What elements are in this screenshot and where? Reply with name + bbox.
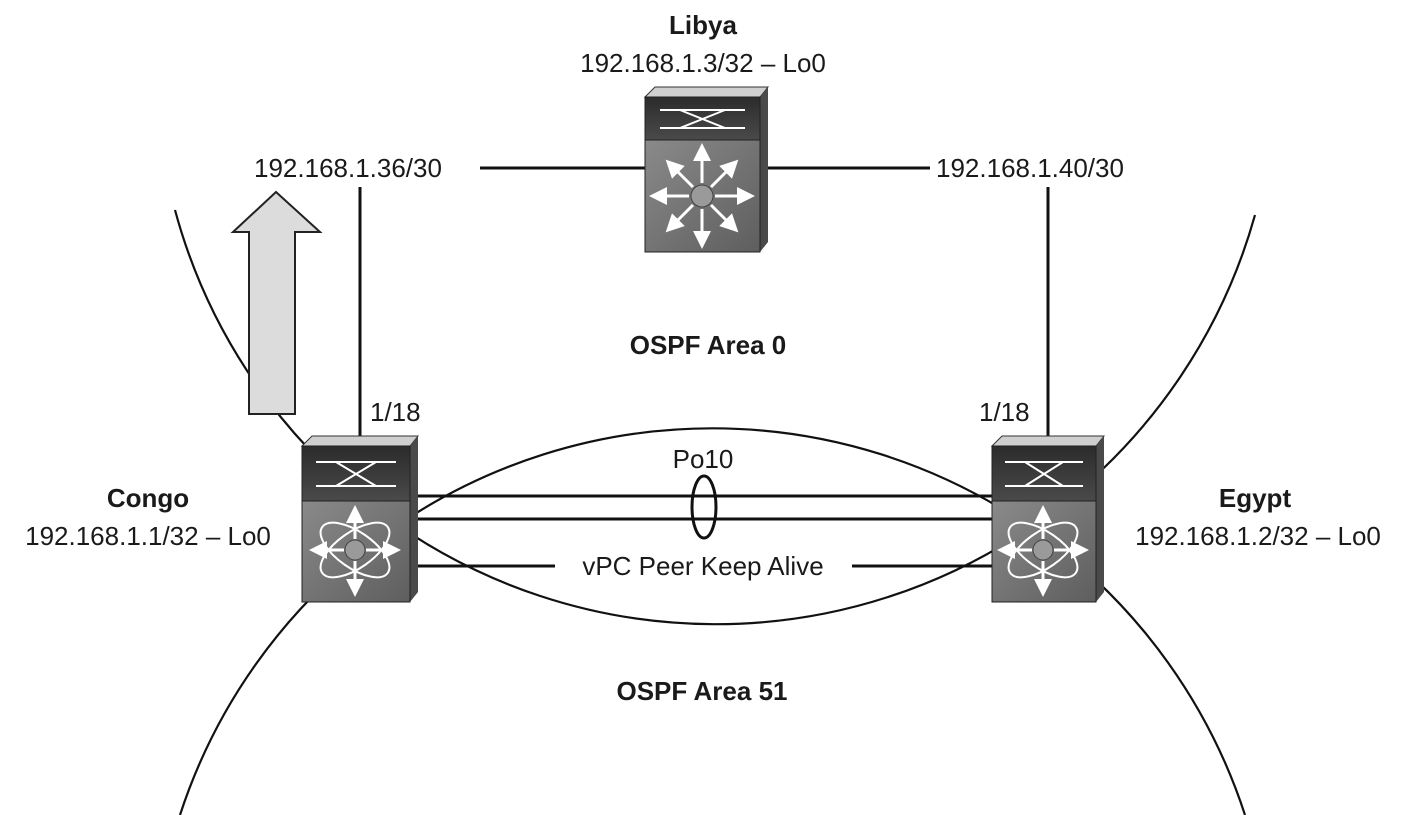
right-subnet-label: 192.168.1.40/30 (936, 153, 1124, 183)
up-arrow-icon (230, 190, 323, 415)
egypt-name: Egypt (1219, 483, 1292, 513)
congo-loopback: 192.168.1.1/32 – Lo0 (25, 521, 271, 551)
area51-boundary (178, 427, 1247, 815)
peer-link-bundle (412, 494, 992, 568)
left-subnet-label: 192.168.1.36/30 (254, 153, 442, 183)
keepalive-label: vPC Peer Keep Alive (582, 551, 823, 581)
congo-name: Congo (107, 483, 189, 513)
po10-bundle-ellipse (690, 474, 718, 540)
libya-loopback: 192.168.1.3/32 – Lo0 (580, 48, 826, 78)
po10-label: Po10 (673, 444, 734, 474)
area0-label: OSPF Area 0 (630, 330, 787, 360)
congo-switch-icon (300, 435, 420, 603)
egypt-loopback: 192.168.1.2/32 – Lo0 (1135, 521, 1381, 551)
libya-links (358, 166, 1050, 438)
egypt-switch-icon (990, 435, 1106, 603)
congo-port-label: 1/18 (370, 397, 421, 427)
egypt-port-label: 1/18 (979, 397, 1030, 427)
area51-label: OSPF Area 51 (616, 676, 787, 706)
libya-switch-icon (643, 86, 770, 253)
libya-name: Libya (669, 10, 737, 40)
